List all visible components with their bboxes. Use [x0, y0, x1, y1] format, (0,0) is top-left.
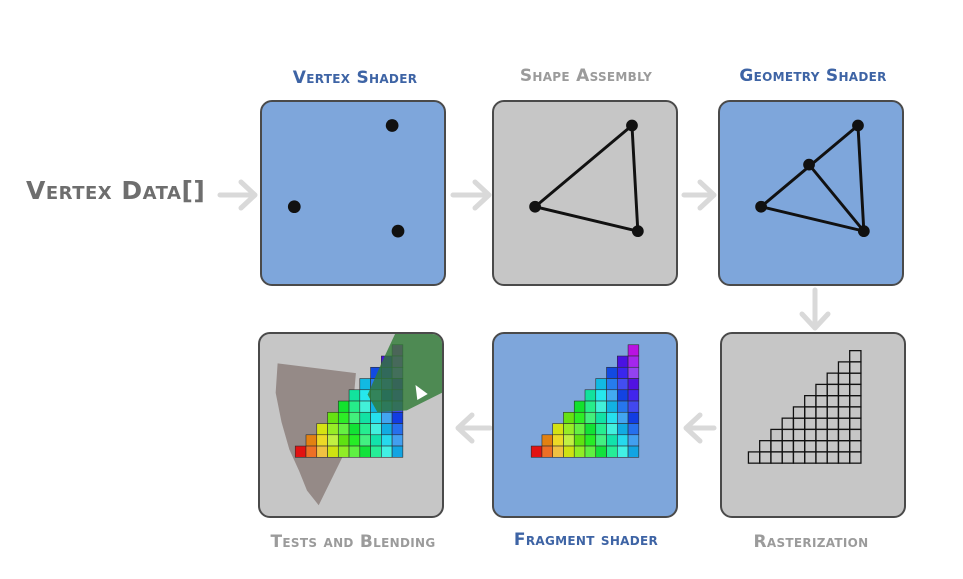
vertex-points-illustration [287, 119, 405, 238]
arrow-input-to-vertex [217, 179, 258, 211]
tests-and-blending-stage [258, 332, 444, 518]
arrow-raster-to-fragment [683, 412, 717, 444]
vertex-shader-stage [260, 100, 446, 286]
arrow-geometry-to-raster [799, 287, 831, 331]
shape-assembly-stage [492, 100, 678, 286]
colored-fragments-illustration [530, 344, 640, 458]
geometry-shader-stage [718, 100, 904, 286]
pixel-grid-illustration [747, 349, 862, 464]
geometry-shader-title: Geometry Shader [739, 66, 887, 86]
subdivided-triangle-illustration [755, 119, 870, 238]
fragment-shader-stage [492, 332, 678, 518]
fragment-shader-title: Fragment shader [513, 530, 659, 550]
rasterization-stage [720, 332, 906, 518]
arrow-vertex-to-shape [450, 179, 492, 211]
arrow-shape-to-geometry [681, 179, 717, 211]
arrow-fragment-to-tests [455, 412, 493, 444]
shape-assembly-title: Shape Assembly [519, 66, 653, 86]
vertex-data-label: Vertex Data[] [26, 176, 206, 205]
vertex-shader-title: Vertex Shader [292, 68, 418, 88]
rasterization-title: Rasterization [753, 532, 869, 552]
tests-and-blending-title: Tests and Blending [270, 532, 436, 552]
blended-fragments-illustration [275, 334, 442, 506]
triangle-illustration [529, 119, 644, 238]
